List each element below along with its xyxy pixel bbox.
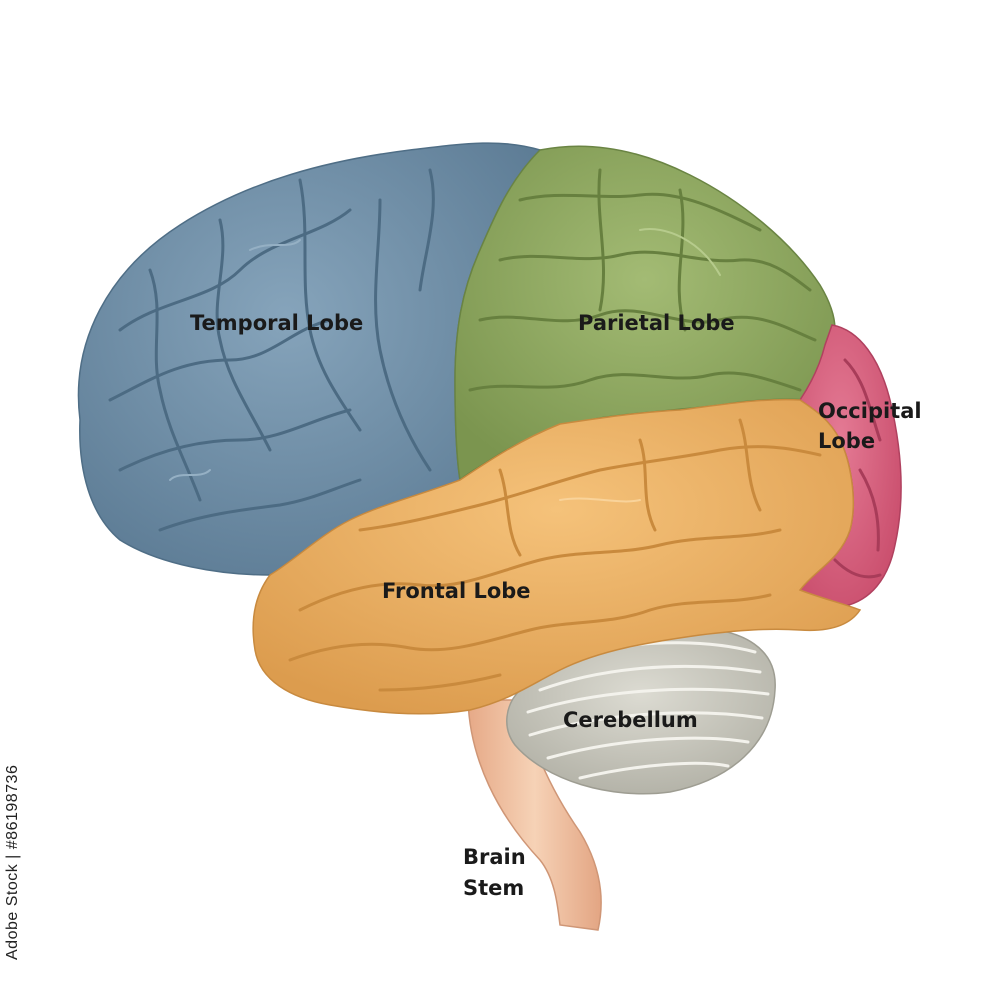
frontal-lobe-label: Frontal Lobe xyxy=(382,579,531,603)
parietal-lobe-label: Parietal Lobe xyxy=(578,311,735,335)
brain-stem-label-line1: Brain xyxy=(463,845,526,869)
occipital-lobe-label-line2: Lobe xyxy=(818,429,875,453)
occipital-lobe-label-line1: Occipital xyxy=(818,399,922,423)
stock-id-watermark: Adobe Stock | #86198736 xyxy=(4,764,21,960)
brain-stem-label-line2: Stem xyxy=(463,876,524,900)
temporal-lobe-label: Temporal Lobe xyxy=(190,311,363,335)
frontal-lobe-gyri xyxy=(288,418,822,692)
cerebellum-label: Cerebellum xyxy=(563,708,698,732)
brain-stem-region xyxy=(467,699,602,931)
parietal-lobe-gyri xyxy=(468,168,817,392)
occipital-lobe-gyri xyxy=(833,358,882,579)
temporal-lobe-gyri xyxy=(108,168,435,532)
